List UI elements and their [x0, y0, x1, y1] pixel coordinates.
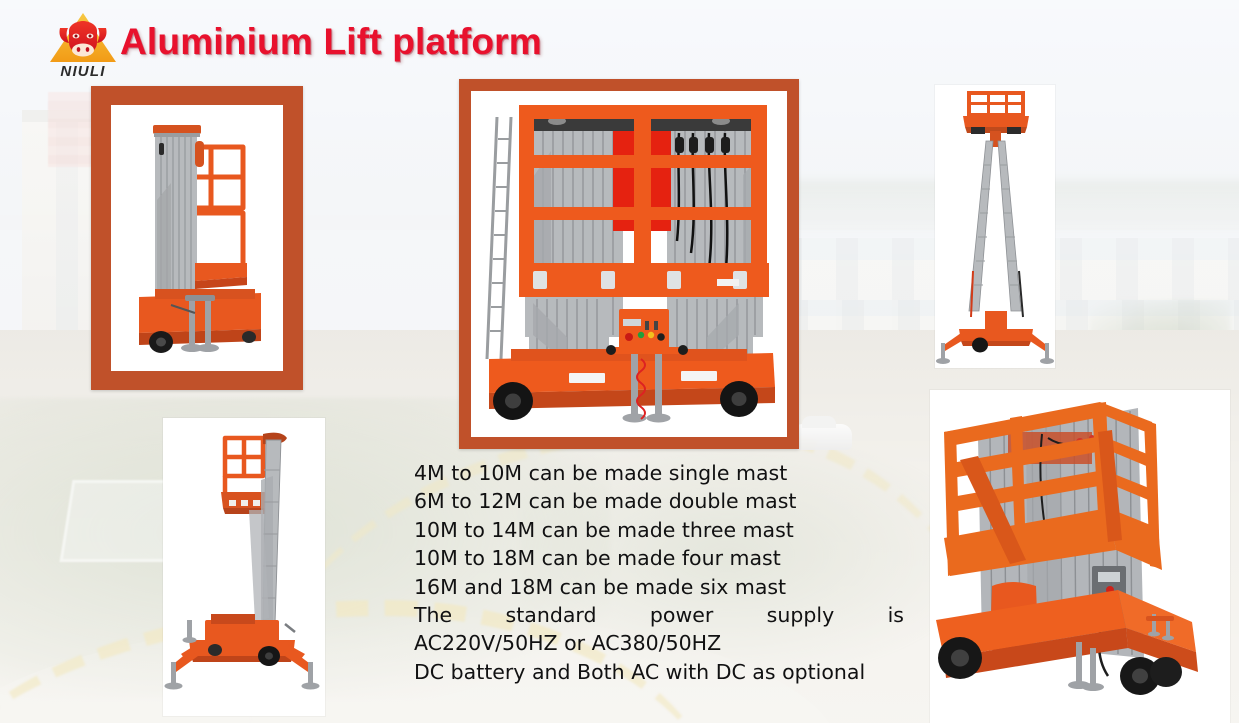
- spec-line-4: 10M to 18M can be made four mast: [414, 546, 781, 571]
- bull-triangle-icon: NIULI: [50, 13, 116, 79]
- spec-word-the: The: [414, 603, 453, 628]
- single-mast-lift-illustration: [111, 105, 283, 371]
- double-mast-lift-photo-frame: [459, 79, 799, 449]
- double-mast-lift-illustration: [471, 91, 787, 437]
- page-title: Aluminium Lift platform: [120, 21, 542, 62]
- single-mast-lift-photo: [111, 105, 283, 371]
- dual-mast-large-lift-illustration: [936, 402, 1198, 695]
- extended-mast-lift-illustration: [935, 85, 1055, 368]
- spec-line-3: 10M to 14M can be made three mast: [414, 517, 794, 542]
- spec-word-is: is: [887, 603, 904, 628]
- spec-line-voltage: AC220V/50HZ or AC380/50HZ: [414, 631, 722, 656]
- spec-line-power-supply: The standard power supply is: [414, 601, 904, 629]
- tall-single-mast-lift-photo: [163, 418, 325, 716]
- tall-single-mast-lift-illustration: [163, 418, 325, 716]
- dual-mast-large-lift-photo: [930, 390, 1230, 723]
- niuli-logo: NIULI: [42, 9, 124, 79]
- spec-word-supply: supply: [766, 603, 835, 628]
- spec-word-power: power: [649, 603, 714, 628]
- brand-wordmark: NIULI: [60, 63, 105, 79]
- spec-line-battery: DC battery and Both AC with DC as option…: [414, 659, 866, 684]
- spec-line-1: 4M to 10M can be made single mast: [414, 461, 788, 485]
- double-mast-lift-photo: [471, 91, 787, 437]
- extended-mast-lift-photo: [935, 85, 1055, 368]
- spec-line-5: 16M and 18M can be made six mast: [414, 574, 787, 599]
- specifications-text: 4M to 10M can be made single mast 6M to …: [414, 459, 914, 686]
- single-mast-lift-photo-frame: [91, 86, 303, 390]
- spec-line-2: 6M to 12M can be made double mast: [414, 489, 797, 514]
- spec-word-standard: standard: [505, 603, 597, 628]
